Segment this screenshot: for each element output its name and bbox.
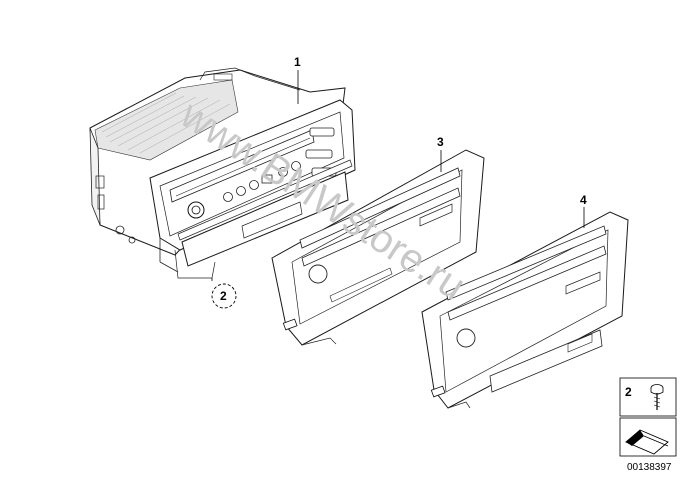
- callout-3: 3: [437, 135, 444, 149]
- trim-panel-4-part[interactable]: [421, 211, 629, 409]
- callout-2: 2: [220, 289, 227, 303]
- legend-number: 2: [625, 385, 632, 399]
- legend-box: 2 00138397: [619, 377, 677, 473]
- trim-panel-3-part[interactable]: [271, 149, 485, 346]
- callout-4: 4: [580, 193, 587, 207]
- callout-1: 1: [294, 55, 301, 69]
- callout-2-circle: [211, 283, 237, 309]
- direction-arrow-icon: [625, 429, 669, 455]
- screw-icon: [650, 384, 664, 410]
- diagram-id: 00138397: [627, 462, 672, 473]
- radio-unit-part[interactable]: [89, 67, 356, 279]
